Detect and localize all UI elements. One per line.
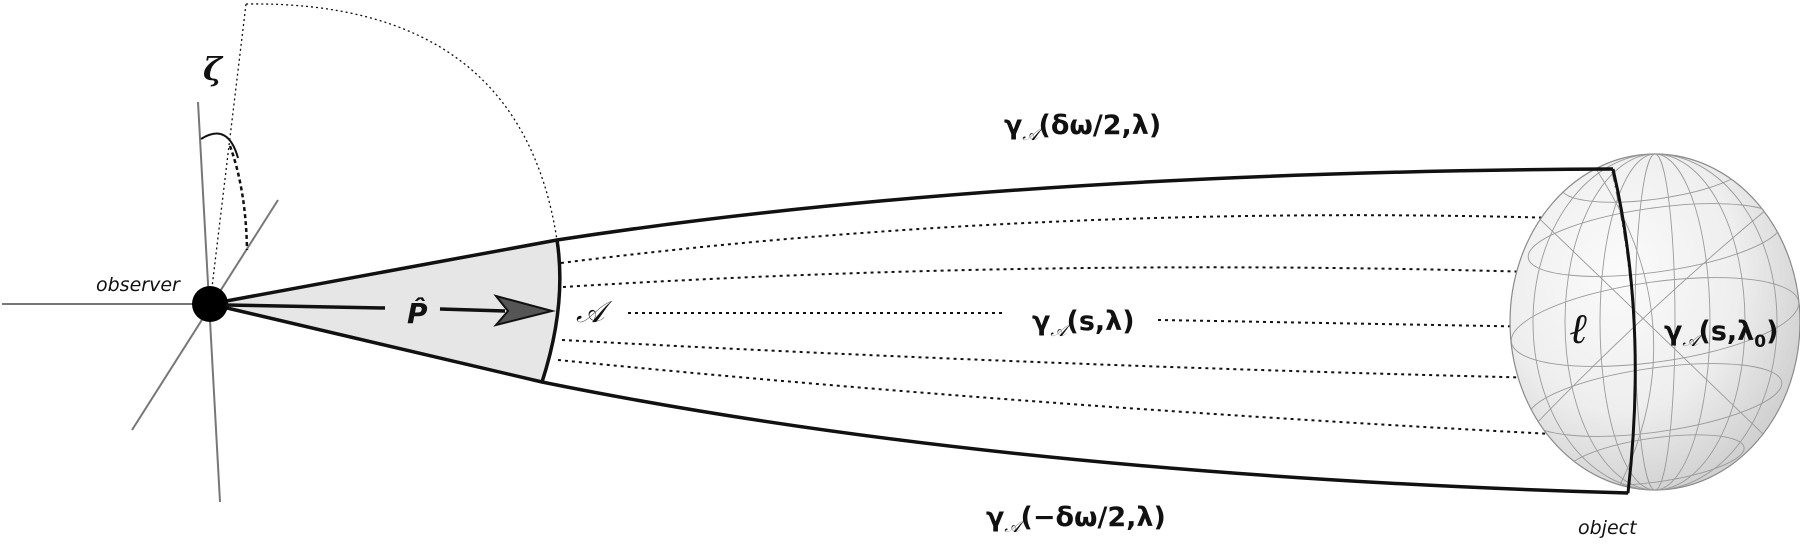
- curve-label-bottom: γ𝒜(−δω/2,λ): [986, 502, 1166, 537]
- ray-bundle: [209, 167, 1637, 495]
- geodesic-line: [562, 266, 1626, 288]
- curve-label-end: γ𝒜(s,λ0): [1664, 316, 1778, 352]
- geodesic-line: [561, 339, 1631, 381]
- gamma-symbol: γ: [986, 502, 1004, 533]
- direction-label: P̂: [407, 297, 428, 330]
- geodesic-line: [1157, 319, 1549, 328]
- cone-region: [210, 240, 560, 382]
- object-arc: [1611, 168, 1637, 494]
- direction-vector: [225, 294, 556, 327]
- vector-shaft-right: [439, 307, 506, 313]
- zenith-quarter-arc: [245, 3, 558, 241]
- lower-boundary-geodesic: [209, 302, 1629, 495]
- observer-label: observer: [96, 274, 181, 296]
- geodesic-line: [557, 359, 1633, 439]
- curve-mid-args: (s,λ): [1067, 306, 1135, 337]
- gamma-subscript: 𝒜: [1004, 517, 1025, 537]
- inner-geodesics: [557, 214, 1633, 439]
- zeta-arc: [200, 132, 239, 159]
- ell-label: ℓ: [1570, 304, 1588, 353]
- gamma-subscript: 𝒜: [1682, 331, 1703, 351]
- zeta-dashed-line: [228, 145, 249, 251]
- gamma-symbol: γ: [1004, 110, 1022, 141]
- curve-bottom-args: (−δω/2,λ): [1021, 502, 1166, 533]
- upper-boundary-geodesic: [209, 167, 1614, 306]
- curve-label-middle: γ𝒜(s,λ): [1032, 306, 1135, 341]
- gamma-symbol: γ: [1664, 316, 1682, 347]
- zeta-label: ζ: [203, 50, 224, 88]
- curve-label-top: γ𝒜(δω/2,λ): [1004, 110, 1161, 145]
- cone-arc: [540, 239, 562, 383]
- lambda-subscript: 0: [1754, 332, 1766, 352]
- gamma-subscript: 𝒜: [1022, 125, 1043, 145]
- curve-end-args: (s,λ: [1699, 316, 1755, 347]
- area-label: 𝒜: [576, 295, 613, 330]
- observer-point: [192, 286, 228, 322]
- object-sphere: [1509, 153, 1800, 495]
- zenith-dotted-line: [209, 3, 247, 305]
- gamma-subscript: 𝒜: [1050, 321, 1071, 341]
- gamma-symbol: γ: [1032, 306, 1050, 337]
- geodesic-line: [560, 214, 1623, 264]
- object-label: object: [1578, 517, 1638, 539]
- zenith-construction: [200, 3, 558, 305]
- arrow-head: [493, 294, 556, 327]
- vector-shaft-left: [225, 303, 386, 310]
- sphere-body: [1509, 153, 1800, 491]
- curve-top-args: (δω/2,λ): [1039, 110, 1162, 141]
- curve-end-close: ): [1766, 316, 1778, 347]
